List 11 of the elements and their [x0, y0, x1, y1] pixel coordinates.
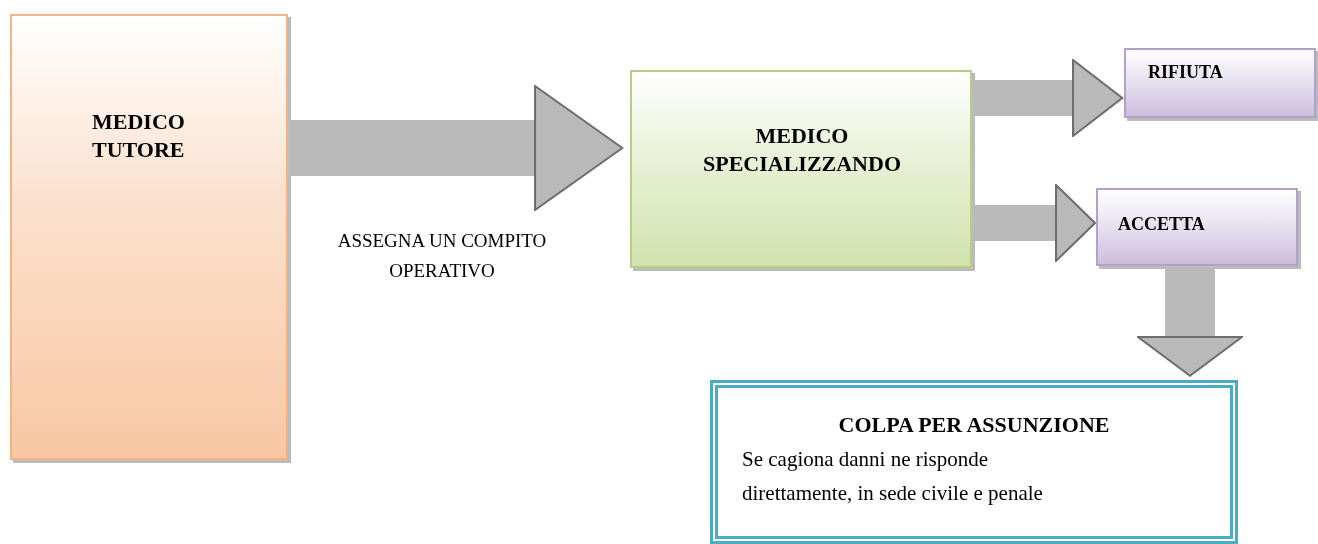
text-box: [710, 380, 1238, 544]
outcome-label: ACCETTA: [1118, 213, 1206, 236]
node-title: MEDICO TUTORE: [92, 108, 186, 164]
box-heading: COLPA PER ASSUNZIONE: [837, 411, 1111, 439]
node-title: MEDICO SPECIALIZZANDO: [702, 122, 902, 178]
box-body-text: Se cagiona danni ne risponde direttamente, in sede civile e penale: [742, 446, 1044, 507]
outcome-box: [1124, 48, 1316, 118]
person-box: [630, 70, 972, 268]
outcome-box: [1096, 188, 1298, 266]
outcome-label: RIFIUTA: [1148, 61, 1224, 84]
person-box: [10, 14, 288, 460]
